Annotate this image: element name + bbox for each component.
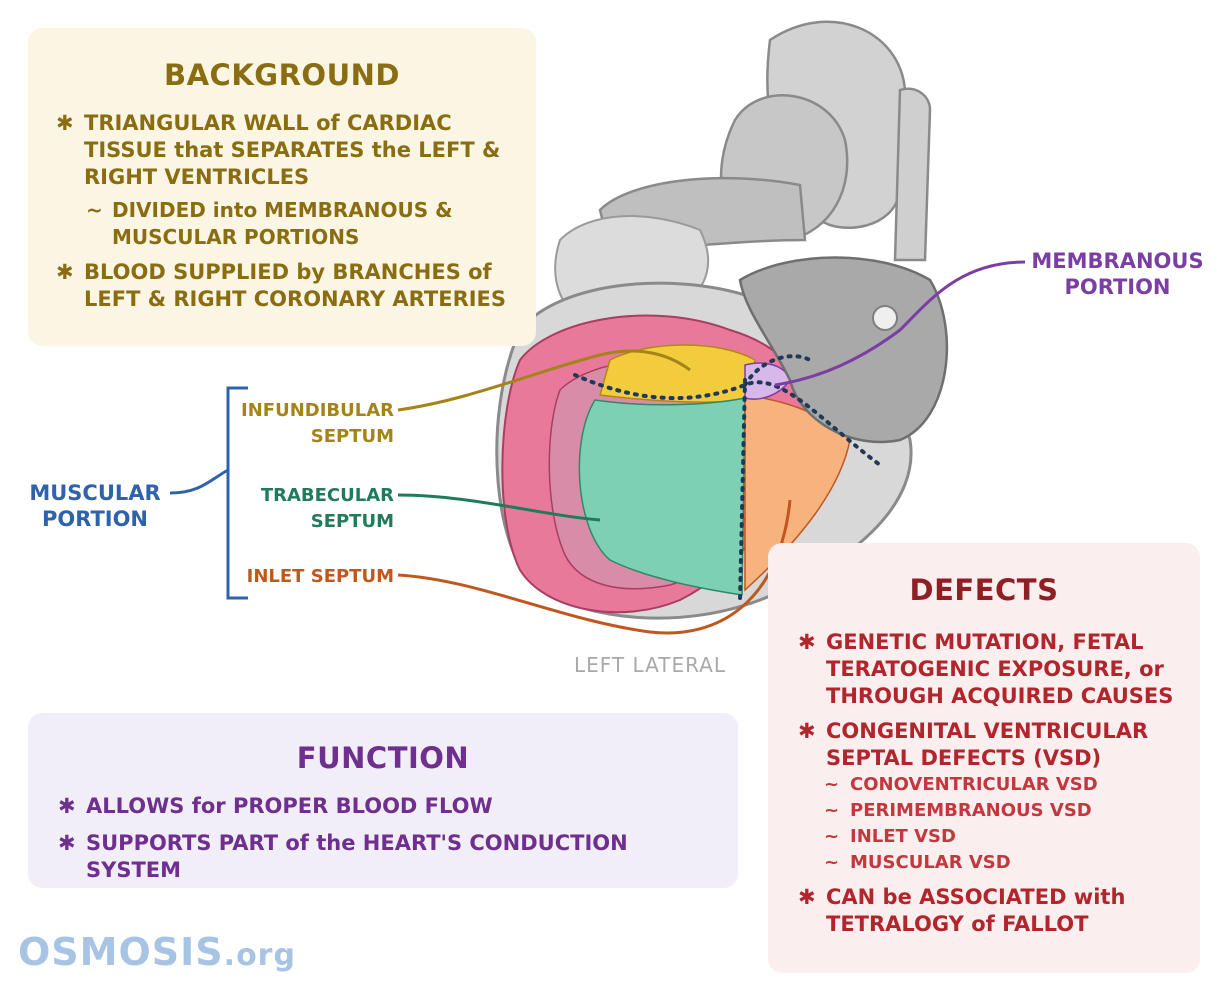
function-bullet: ✱ ALLOWS for PROPER BLOOD FLOW (58, 793, 708, 820)
septum-divider (738, 378, 747, 602)
defects-sub: ~ INLET VSD (824, 824, 1176, 850)
defects-sub-text: PERIMEMBRANOUS VSD (850, 800, 1092, 821)
defects-sub: ~ PERIMEMBRANOUS VSD (824, 798, 1176, 824)
star-icon: ✱ (798, 630, 816, 654)
defects-bullet: ✱ GENETIC MUTATION, FETAL TERATOGENIC EX… (798, 629, 1176, 710)
muscular-bracket (226, 386, 248, 600)
background-bullet-text: BLOOD SUPPLIED by BRANCHES of LEFT & RIG… (84, 260, 507, 311)
background-sub-text: DIVIDED into MEMBRANOUS & MUSCULAR PORTI… (112, 198, 453, 249)
logo-main: OSMOSIS (18, 930, 224, 974)
trabecular-septum-label: TRABECULAR SEPTUM (260, 485, 394, 532)
background-bullet-text: TRIANGULAR WALL of CARDIAC TISSUE that S… (84, 111, 501, 189)
defects-bullet: ✱ CONGENITAL VENTRICULAR SEPTAL DEFECTS … (798, 718, 1176, 772)
star-icon: ✱ (798, 885, 816, 909)
background-sub: ~ DIVIDED into MEMBRANOUS & MUSCULAR POR… (86, 197, 508, 251)
star-icon: ✱ (798, 719, 816, 743)
background-title: BACKGROUND (164, 58, 400, 92)
muscular-portion-label: MUSCULAR PORTION (29, 481, 161, 531)
infundibular-leader (397, 349, 691, 412)
infundibular-region (599, 344, 756, 403)
osmosis-logo[interactable]: OSMOSIS.org (18, 930, 296, 974)
defects-title: DEFECTS (909, 573, 1059, 607)
background-bullet: ✱ BLOOD SUPPLIED by BRANCHES of LEFT & R… (56, 259, 508, 313)
tilde-icon: ~ (824, 774, 840, 795)
background-list: ✱ TRIANGULAR WALL of CARDIAC TISSUE that… (56, 110, 508, 313)
view-label: LEFT LATERAL (574, 653, 726, 677)
defects-bullet-text: CAN be ASSOCIATED with TETRALOGY of FALL… (826, 885, 1126, 936)
trabecular-region (578, 397, 746, 596)
defects-sub-text: INLET VSD (850, 826, 956, 847)
tilde-icon: ~ (824, 826, 840, 847)
inlet-leader (397, 499, 792, 635)
trabecular-leader (397, 493, 601, 522)
infundibular-septum-label: INFUNDIBULAR SEPTUM (241, 400, 394, 447)
background-panel: BACKGROUND ✱ TRIANGULAR WALL of CARDIAC … (28, 28, 536, 346)
function-bullet: ✱ SUPPORTS PART of the HEART'S CONDUCTIO… (58, 830, 708, 884)
tilde-icon: ~ (86, 198, 103, 222)
tilde-icon: ~ (824, 800, 840, 821)
logo-suffix: .org (223, 938, 296, 973)
defects-panel: DEFECTS ✱ GENETIC MUTATION, FETAL TERATO… (768, 543, 1200, 973)
defects-bullet: ✱ CAN be ASSOCIATED with TETRALOGY of FA… (798, 884, 1176, 938)
muscular-leader (169, 468, 229, 495)
defects-bullet-text: CONGENITAL VENTRICULAR SEPTAL DEFECTS (V… (826, 719, 1149, 770)
membranous-portion-label: MEMBRANOUS PORTION (1031, 249, 1204, 299)
star-icon: ✱ (56, 111, 74, 135)
defects-bullet-text: GENETIC MUTATION, FETAL TERATOGENIC EXPO… (826, 630, 1174, 708)
tilde-icon: ~ (824, 852, 840, 873)
function-title: FUNCTION (296, 741, 470, 775)
membranous-boundary (743, 354, 812, 387)
inlet-septum-label: INLET SEPTUM (246, 566, 394, 587)
defects-sub-text: MUSCULAR VSD (850, 852, 1011, 873)
defects-sub: ~ CONOVENTRICULAR VSD (824, 772, 1176, 798)
background-bullet: ✱ TRIANGULAR WALL of CARDIAC TISSUE that… (56, 110, 508, 191)
defects-list: ✱ GENETIC MUTATION, FETAL TERATOGENIC EX… (798, 629, 1176, 938)
function-list: ✱ ALLOWS for PROPER BLOOD FLOW ✱ SUPPORT… (58, 793, 708, 884)
coronary-ostium (872, 305, 898, 331)
defects-sub: ~ MUSCULAR VSD (824, 850, 1176, 876)
function-bullet-text: SUPPORTS PART of the HEART'S CONDUCTION … (86, 831, 628, 882)
function-bullet-text: ALLOWS for PROPER BLOOD FLOW (86, 794, 493, 818)
star-icon: ✱ (58, 794, 76, 818)
star-icon: ✱ (58, 831, 76, 855)
defects-sub-text: CONOVENTRICULAR VSD (850, 774, 1098, 795)
function-panel: FUNCTION ✱ ALLOWS for PROPER BLOOD FLOW … (28, 713, 738, 888)
vessel-right (893, 87, 932, 262)
star-icon: ✱ (56, 260, 74, 284)
aortic-root (738, 256, 949, 444)
membranous-leader (774, 260, 1026, 387)
